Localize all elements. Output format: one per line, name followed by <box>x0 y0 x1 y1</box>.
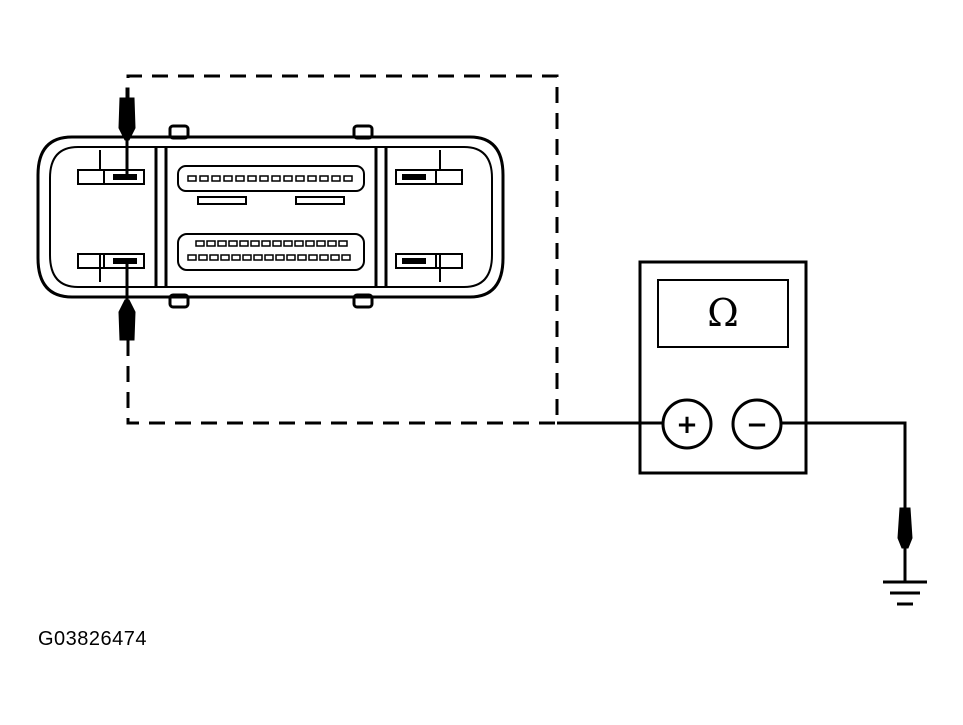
pin-slot <box>198 254 208 261</box>
pin-slot <box>283 240 293 247</box>
pin-slot <box>272 240 282 247</box>
pin-slot <box>247 175 257 182</box>
pin-slot <box>187 254 197 261</box>
jumper-wire-dashed <box>126 74 559 425</box>
pin-slot <box>330 254 340 261</box>
pin-slot <box>283 175 293 182</box>
pin-slot <box>250 240 260 247</box>
pin-slot <box>286 254 296 261</box>
pin-slot <box>261 240 271 247</box>
pin-slot <box>220 254 230 261</box>
pin-slot <box>264 254 274 261</box>
pin-lower-left <box>113 258 137 264</box>
pin-slot <box>275 254 285 261</box>
pin-slot <box>305 240 315 247</box>
probe-ground <box>897 507 913 549</box>
pin-slot <box>341 254 351 261</box>
pin-slot <box>319 254 329 261</box>
pin-slot <box>297 254 307 261</box>
pin-slot <box>239 240 249 247</box>
pin-slot <box>223 175 233 182</box>
pin-slot <box>211 175 221 182</box>
positive-label: + <box>676 410 698 440</box>
figure-id: G03826474 <box>38 628 148 650</box>
pin-slot <box>209 254 219 261</box>
pin-slot <box>217 240 227 247</box>
pin-slot <box>259 175 269 182</box>
pin-slot <box>327 240 337 247</box>
pin-slot <box>231 254 241 261</box>
ohm-symbol: Ω <box>707 291 739 335</box>
meter-display <box>657 279 789 348</box>
pin-slot <box>228 240 238 247</box>
pin-slot <box>206 240 216 247</box>
wire-to-ground <box>781 421 907 530</box>
pin-slot <box>271 175 281 182</box>
pin-slot <box>338 240 348 247</box>
pin-slot <box>307 175 317 182</box>
probe-lower <box>118 299 136 341</box>
pin-upper-left <box>113 174 137 180</box>
pin-slot <box>316 240 326 247</box>
pin-slot <box>331 175 341 182</box>
pin-slot <box>187 175 197 182</box>
pin-slot <box>195 240 205 247</box>
pin-slot <box>235 175 245 182</box>
pin-slot <box>308 254 318 261</box>
pin-slot <box>242 254 252 261</box>
pin-slot <box>295 175 305 182</box>
pin-slot <box>319 175 329 182</box>
pin-slot <box>199 175 209 182</box>
negative-label: − <box>746 410 768 440</box>
ecu-connector <box>36 124 505 309</box>
pin-slot <box>343 175 353 182</box>
ground-symbol <box>883 580 927 606</box>
pin-slot <box>253 254 263 261</box>
pin-slot <box>294 240 304 247</box>
probe-upper <box>118 87 136 141</box>
